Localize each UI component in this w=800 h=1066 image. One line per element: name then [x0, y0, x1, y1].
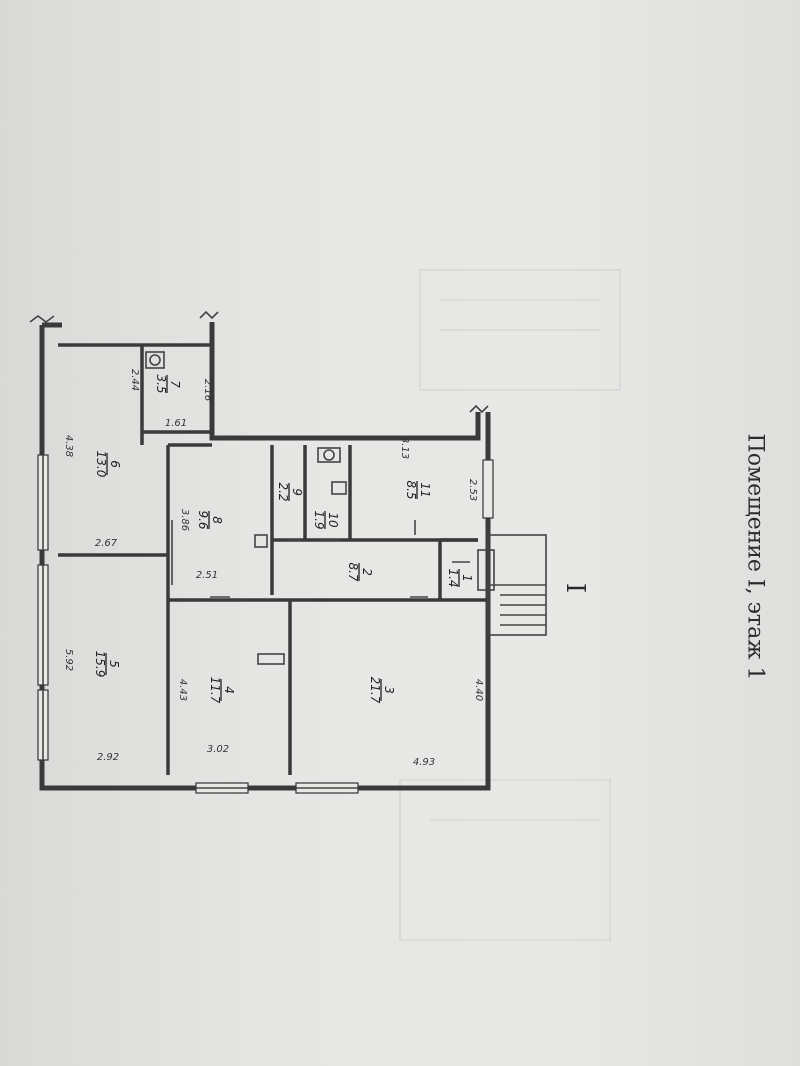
windows-left: [37, 454, 49, 761]
room-label-1: 1 1.4: [446, 568, 474, 587]
room-label-4: 4 11.7: [208, 677, 236, 704]
wall-break-marks: [29, 310, 489, 414]
section-mark: I: [560, 582, 590, 594]
dim-2-92: 2.92: [97, 752, 119, 763]
dim-4-38: 4.38: [63, 435, 74, 457]
dim-4-43: 4.43: [177, 679, 188, 701]
room-label-10: 10 1.9: [312, 510, 340, 529]
svg-text:8.5: 8.5: [404, 480, 418, 499]
svg-text:3.5: 3.5: [154, 374, 168, 393]
svg-text:5: 5: [107, 660, 121, 668]
svg-text:1.4: 1.4: [446, 568, 460, 587]
window-right: [482, 459, 494, 519]
svg-text:11: 11: [418, 482, 432, 497]
dim-3-13: 3.13: [399, 437, 410, 459]
dim-3-86: 3.86: [179, 509, 190, 531]
room-label-7: 7 3.5: [154, 374, 182, 393]
room-label-9: 9 2.2: [276, 482, 304, 501]
room-label-8: 8 9.6: [196, 510, 224, 529]
room-labels: 1 1.4 2 8.7 3 21.7 4 11.7 5 15.9 6 13.0: [93, 374, 474, 703]
svg-text:21.7: 21.7: [368, 677, 382, 704]
room-label-6: 6 13.0: [94, 451, 122, 478]
svg-text:8.7: 8.7: [346, 562, 360, 581]
svg-text:10: 10: [326, 512, 340, 528]
svg-text:2.2: 2.2: [276, 482, 290, 501]
dim-4-93: 4.93: [413, 757, 435, 768]
svg-text:7: 7: [168, 380, 182, 388]
room-label-5: 5 15.9: [93, 651, 121, 678]
dim-5-92: 5.92: [63, 649, 74, 671]
svg-text:8: 8: [210, 516, 224, 524]
bleed-through-marks: [399, 269, 621, 941]
dim-1-61: 1.61: [165, 418, 187, 429]
room-label-3: 3 21.7: [368, 677, 396, 704]
svg-text:2: 2: [360, 568, 374, 576]
svg-text:11.7: 11.7: [208, 677, 222, 704]
svg-text:13.0: 13.0: [94, 451, 108, 478]
dim-3-02: 3.02: [207, 744, 229, 755]
fixtures: [145, 351, 470, 665]
dimension-labels: 2.44 2.16 1.61 4.38 2.67 3.86 2.51 3.13 …: [63, 369, 484, 768]
svg-text:3: 3: [382, 686, 396, 694]
interior-walls: [58, 443, 488, 775]
svg-text:4: 4: [222, 686, 236, 694]
svg-text:6: 6: [108, 460, 122, 468]
dim-2-16: 2.16: [202, 379, 213, 401]
room-label-2: 2 8.7: [346, 562, 374, 581]
entrance-stairs: [477, 534, 547, 636]
dim-4-40: 4.40: [473, 679, 484, 701]
dim-2-67: 2.67: [95, 538, 118, 549]
room-label-11: 11 8.5: [404, 480, 432, 499]
svg-text:9.6: 9.6: [196, 510, 210, 529]
svg-text:1.9: 1.9: [312, 510, 326, 529]
svg-text:15.9: 15.9: [93, 651, 107, 678]
dim-2-51: 2.51: [196, 570, 218, 581]
svg-text:9: 9: [290, 488, 304, 496]
windows-bottom: [195, 782, 359, 794]
dim-2-44: 2.44: [129, 369, 140, 391]
svg-text:1: 1: [460, 574, 474, 582]
plan-caption: Помещение I, этаж 1: [742, 433, 768, 681]
dim-2-53: 2.53: [467, 479, 478, 501]
